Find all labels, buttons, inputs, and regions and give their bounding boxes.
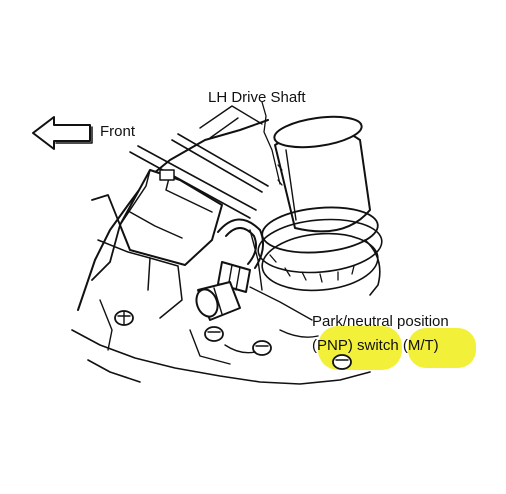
bolt-icon <box>252 340 272 356</box>
transaxle-drawing <box>71 105 383 385</box>
label-pnp-line2: (PNP) switch (M/T) <box>312 337 439 354</box>
leader-lines <box>249 101 313 321</box>
label-lh-drive-shaft: LH Drive Shaft <box>208 89 306 106</box>
highlight-mt <box>408 328 476 368</box>
label-pnp-line1: Park/neutral position <box>312 313 449 330</box>
bolt-icon <box>204 326 224 342</box>
label-front: Front <box>100 123 136 140</box>
bolt-icon <box>332 354 352 370</box>
front-arrow-icon <box>32 116 93 150</box>
bolt-icon <box>114 310 134 326</box>
